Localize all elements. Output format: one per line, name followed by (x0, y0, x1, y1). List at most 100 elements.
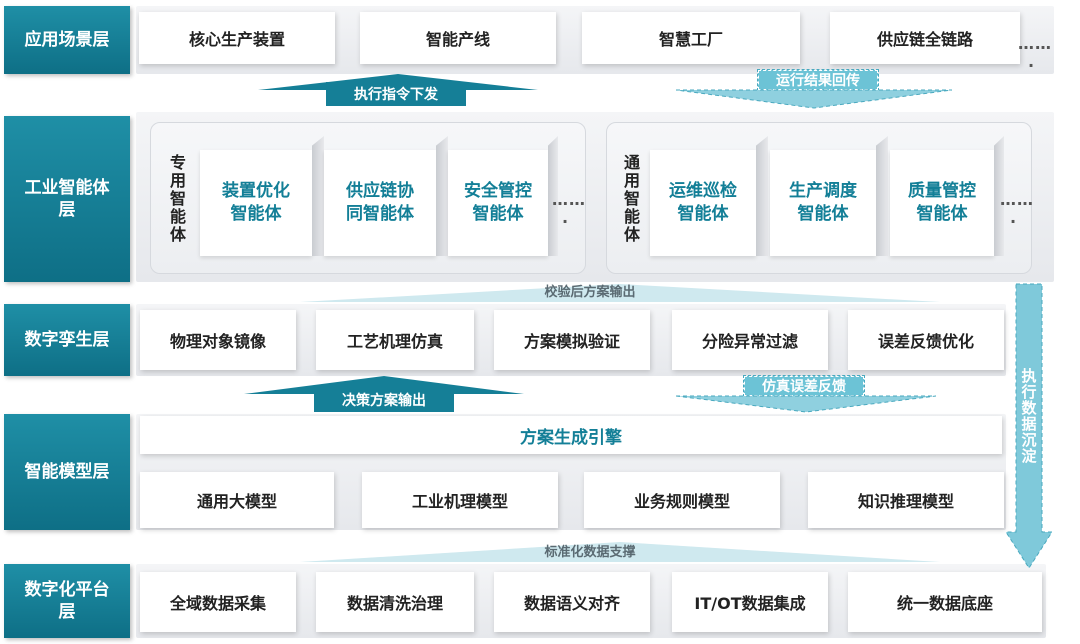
model-item: 工业机理模型 (362, 472, 558, 528)
application-item: 智慧工厂 (582, 12, 800, 64)
exec-data-arrow (1005, 283, 1053, 569)
arrow-label-text: 执行指令下发 (354, 87, 438, 103)
twin-item: 工艺机理仿真 (316, 310, 474, 370)
decision-output-label: 决策方案输出 (314, 388, 454, 412)
group-label-text: 专用智能体 (167, 154, 186, 244)
agent-card: 装置优化 智能体 (200, 150, 312, 256)
run-result-arrow (676, 89, 952, 109)
agent-card-label: 运维巡检 智能体 (669, 181, 737, 224)
card-label: 全域数据采集 (169, 594, 266, 613)
agent-card: 生产调度 智能体 (770, 150, 876, 256)
ellipsis-dot: . (1028, 52, 1035, 71)
group-label-text: 通用智能体 (621, 154, 640, 244)
verified-output-fan (300, 284, 940, 302)
ellipsis-dot-text: . (1028, 52, 1036, 71)
agent-card-label: 装置优化 智能体 (222, 181, 290, 224)
sim-feedback-label: 仿真误差反馈 (743, 375, 865, 397)
platform-item: 统一数据底座 (848, 572, 1042, 632)
agent-card: 运维巡检 智能体 (650, 150, 756, 256)
platform-item: 数据语义对齐 (494, 572, 650, 632)
layer-label-text: 工业智能体层 (24, 177, 110, 220)
card-label: 误差反馈优化 (877, 332, 974, 351)
layer-label-application: 应用场景层 (4, 6, 130, 74)
card-label: 统一数据底座 (896, 594, 993, 613)
application-item: 核心生产装置 (139, 12, 335, 64)
application-item: 智能产线 (360, 12, 556, 64)
special-agent-label: 专用智能体 (158, 136, 194, 262)
sim-feedback-arrow (676, 395, 936, 413)
card-label: 分险异常过滤 (701, 332, 798, 351)
arrow-label-text: 仿真误差反馈 (762, 379, 846, 395)
ellipsis-dot-text: . (1010, 208, 1018, 227)
agent-card-label: 供应链协 同智能体 (346, 181, 414, 224)
ellipsis-dot-text: . (562, 208, 570, 227)
model-item: 通用大模型 (140, 472, 334, 528)
arrow-label-text: 决策方案输出 (342, 393, 426, 409)
general-agent-label: 通用智能体 (612, 136, 648, 262)
layer-label-text: 智能模型层 (24, 461, 110, 482)
agent-card: 质量管控 智能体 (890, 150, 994, 256)
agent-card-side (312, 136, 324, 256)
exec-command-label: 执行指令下发 (326, 82, 466, 106)
caption-text: 标准化数据支撑 (544, 544, 636, 560)
model-item: 知识推理模型 (808, 472, 1004, 528)
card-label: IT/OT数据集成 (694, 594, 806, 613)
card-label: 数据清洗治理 (346, 594, 443, 613)
card-label: 知识推理模型 (857, 492, 954, 511)
layer-label-platform: 数字化平台层 (4, 564, 130, 638)
card-label: 数据语义对齐 (523, 594, 620, 613)
exec-data-label: 执行数据沉淀 (1016, 346, 1042, 486)
agent-card: 供应链协 同智能体 (324, 150, 436, 256)
ellipsis-text: …… (1018, 34, 1052, 53)
card-label: 核心生产装置 (188, 30, 285, 49)
twin-item: 物理对象镜像 (140, 310, 296, 370)
agent-card-side (876, 136, 888, 256)
ellipsis-text: …… (552, 190, 586, 209)
run-result-label: 运行结果回传 (757, 69, 879, 91)
agent-card-side (994, 136, 1004, 256)
ellipsis-text: …… (1000, 190, 1034, 209)
verified-output-label: 校验后方案输出 (490, 280, 690, 300)
layer-label-model: 智能模型层 (4, 414, 130, 530)
model-engine: 方案生成引擎 (140, 416, 1002, 454)
agent-card-label: 生产调度 智能体 (789, 181, 857, 224)
model-item: 业务规则模型 (584, 472, 780, 528)
card-label: 方案模拟验证 (523, 332, 620, 351)
agent-card-side (436, 136, 448, 256)
card-label: 业务规则模型 (633, 492, 730, 511)
card-label: 供应链全链路 (876, 30, 973, 49)
layer-label-text: 数字化平台层 (24, 579, 110, 622)
standard-support-fan (300, 542, 940, 562)
ellipsis-dot: . (1010, 208, 1017, 227)
agent-card-side (548, 136, 558, 256)
layer-label-agent: 工业智能体层 (4, 116, 130, 282)
agent-card-side (756, 136, 768, 256)
card-label: 通用大模型 (196, 492, 277, 511)
layer-label-text: 应用场景层 (24, 29, 110, 50)
standard-support-label: 标准化数据支撑 (490, 540, 690, 560)
card-label: 智能产线 (425, 30, 490, 49)
arrow-label-text: 执行数据沉淀 (1019, 368, 1038, 464)
platform-item: 全域数据采集 (140, 572, 296, 632)
card-label: 智慧工厂 (658, 30, 723, 49)
card-label: 方案生成引擎 (520, 427, 622, 448)
application-item: 供应链全链路 (830, 12, 1020, 64)
arrow-label-text: 运行结果回传 (776, 73, 860, 89)
ellipsis: …… (1000, 190, 1034, 209)
caption-text: 校验后方案输出 (544, 284, 636, 300)
ellipsis-dot: . (562, 208, 569, 227)
card-label: 工艺机理仿真 (346, 332, 443, 351)
card-label: 物理对象镜像 (169, 332, 266, 351)
twin-item: 方案模拟验证 (494, 310, 650, 370)
platform-item: 数据清洗治理 (316, 572, 474, 632)
ellipsis: …… (1018, 34, 1052, 53)
agent-card-label: 安全管控 智能体 (464, 181, 532, 224)
platform-item: IT/OT数据集成 (672, 572, 828, 632)
agent-card: 安全管控 智能体 (448, 150, 548, 256)
layer-label-twin: 数字孪生层 (4, 304, 130, 376)
agent-card-label: 质量管控 智能体 (908, 181, 976, 224)
card-label: 工业机理模型 (411, 492, 508, 511)
layer-label-text: 数字孪生层 (24, 329, 110, 350)
twin-item: 误差反馈优化 (848, 310, 1004, 370)
twin-item: 分险异常过滤 (672, 310, 828, 370)
